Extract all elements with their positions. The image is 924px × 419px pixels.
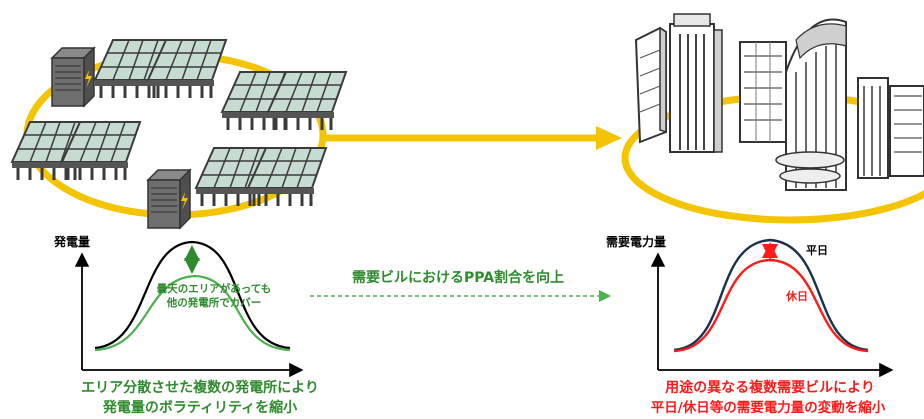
annotation-line-2: 他の発電所でカバー [166,296,262,309]
generation-curve-cloudy [94,274,291,352]
weekday-label: 平日 [806,244,828,257]
office-building-icon [669,13,723,153]
demand-caption-line-2: 平日/休日等の需要電力量の変動を縮小 [651,399,886,416]
generation-curve-combined [94,240,291,350]
inverter-icon [51,47,95,107]
demand-axis-label: 需要電力量 [606,234,666,249]
office-building-icon [775,18,847,191]
holiday-curve [673,258,869,353]
supply-axis-label: 発電量 [53,234,90,249]
holiday-label: 休日 [785,289,808,303]
demand-graph: 需要電力量 平日 休日 用途の異なる複数需要ビルにより 平日/休日等の需要電力量… [606,234,894,416]
supply-caption-line-1: エリア分散させた複数の発電所により [81,379,319,396]
office-building-icon [739,41,787,143]
power-plant-group [10,38,348,229]
building-group [621,13,924,224]
supply-caption-line-2: 発電量のボラティリティを縮小 [102,399,297,416]
office-building-icon [857,77,924,179]
ppa-label: 需要ビルにおけるPPA割合を向上 [352,269,564,286]
arrow-right-icon [323,126,622,150]
annotation-line-1: 曇天のエリアがあっても [157,282,271,295]
inverter-icon [147,169,191,229]
demand-caption-line-1: 用途の異なる複数需要ビルにより [665,379,875,396]
office-building-icon [634,26,667,144]
generation-graph: 発電量 曇天のエリアがあっても 他の発電所でカバー エリア分散させた複数の発電所… [53,234,319,416]
weekday-curve [673,238,869,352]
middle-link: 需要ビルにおけるPPA割合を向上 [310,269,611,302]
